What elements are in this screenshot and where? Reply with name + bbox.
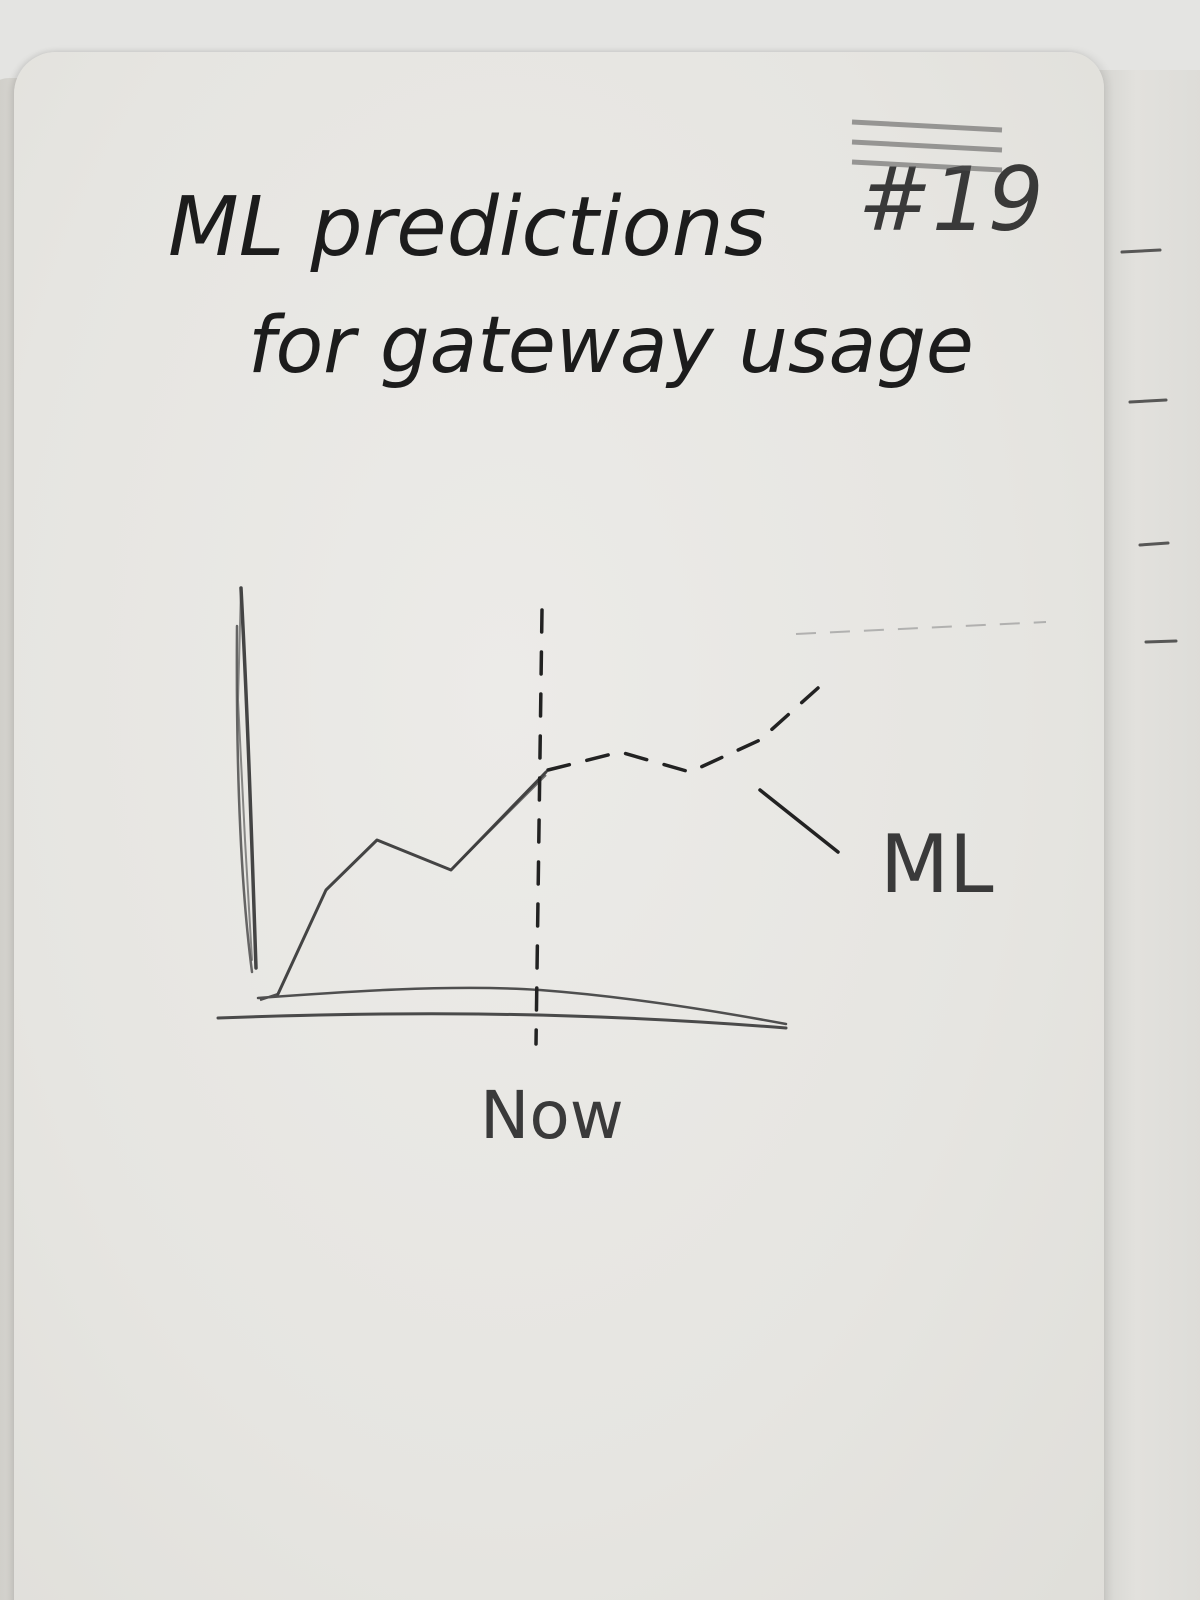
baseline-curve-start: [259, 992, 279, 1002]
historical-usage-line-retrace: [452, 774, 547, 869]
now-label: Now: [480, 1077, 624, 1154]
sketch-title-line-2: for gateway usage: [248, 301, 974, 391]
x-axis-line: [216, 1012, 788, 1030]
y-axis-line: [235, 586, 258, 974]
forecast-pointer-line: [758, 788, 840, 854]
next-page-marks: [1120, 248, 1178, 644]
historical-usage-line: [276, 770, 548, 996]
notebook-page: [14, 52, 1104, 1600]
sketch-title-line-1: ML predictions: [168, 180, 766, 275]
baseline-curve: [256, 986, 788, 1026]
scribble-out-mark: [851, 119, 1003, 173]
forecast-label: ML: [880, 818, 994, 911]
forecast-dashed-line: [546, 686, 820, 774]
show-through-dashes: [795, 621, 1047, 635]
now-marker-line: [534, 608, 544, 1046]
